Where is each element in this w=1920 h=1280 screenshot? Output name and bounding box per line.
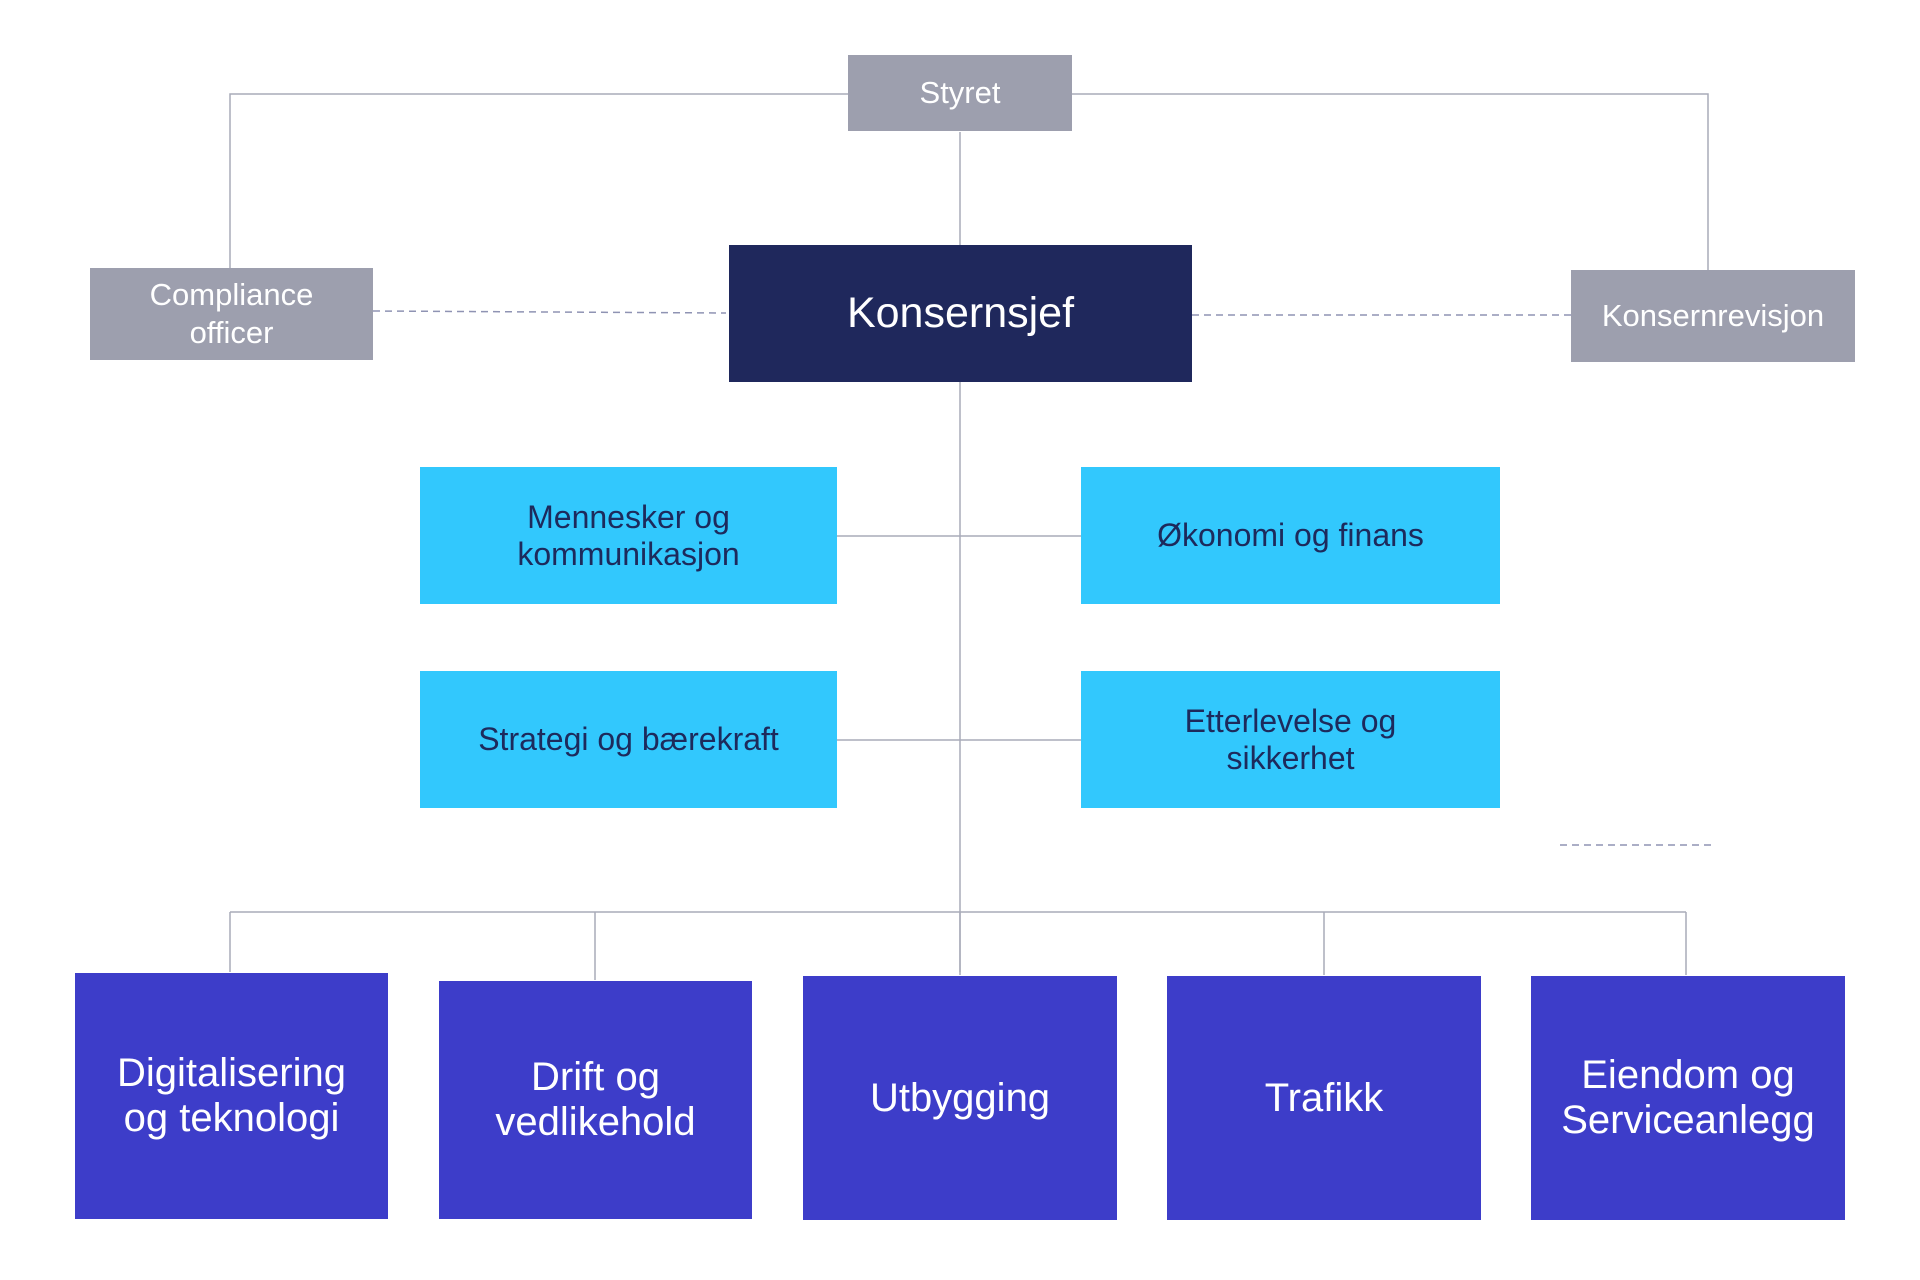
division-box-construction: Utbygging	[803, 976, 1117, 1220]
board-to-audit-line	[1068, 93, 1709, 270]
staff-box-compliance-security: Etterlevelse og sikkerhet	[1081, 671, 1500, 808]
staff-box-strategy: Strategi og bærekraft	[420, 671, 837, 808]
division-box-digital: Digitalisering og teknologi	[75, 973, 388, 1219]
group-audit-box: Konsernrevisjon	[1571, 270, 1855, 362]
compliance-officer-box: Compliance officer	[90, 268, 373, 360]
division-box-property: Eiendom og Serviceanlegg	[1531, 976, 1845, 1220]
staff-box-finance: Økonomi og finans	[1081, 467, 1500, 604]
board-box: Styret	[848, 55, 1072, 131]
staff-box-people-communication: Mennesker og kommunikasjon	[420, 467, 837, 604]
compliance-dashed-line	[372, 310, 727, 314]
ceo-box: Konsernsjef	[729, 245, 1192, 382]
division-box-traffic: Trafikk	[1167, 976, 1481, 1220]
board-to-compliance-line	[229, 93, 852, 270]
division-box-operations: Drift og vedlikehold	[439, 981, 752, 1219]
